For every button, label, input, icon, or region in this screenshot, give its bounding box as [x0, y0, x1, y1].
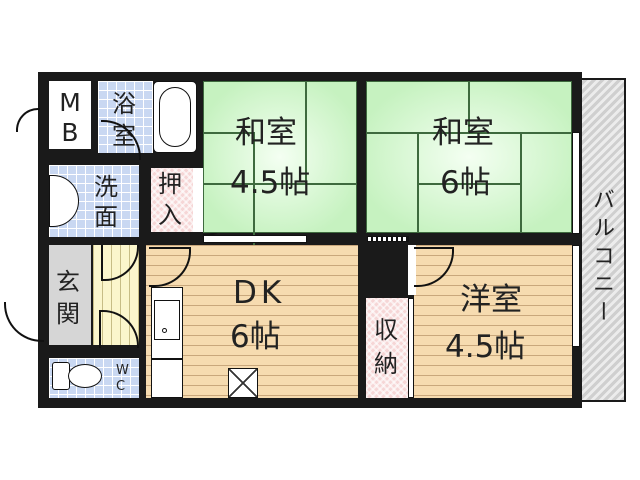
- mb-label-m: M: [59, 88, 81, 117]
- tatami-line: [417, 132, 419, 233]
- mb-label-b: B: [61, 118, 79, 147]
- dk-size: 6帖: [230, 319, 281, 355]
- room-washitsu-4.5: [203, 81, 357, 233]
- tatami-line: [253, 132, 255, 250]
- entrance-label-1: 玄: [56, 268, 80, 296]
- counter-divider: [151, 358, 183, 360]
- closet-oshiire: [151, 168, 193, 232]
- tatami-line: [520, 132, 522, 233]
- sliding-door-washitsu-dk[interactable]: [203, 235, 307, 243]
- window-washitsu-6[interactable]: [572, 132, 580, 234]
- tatami-line: [203, 183, 357, 185]
- wc-label-w: W: [116, 363, 129, 378]
- yoshitsu-name: 洋室: [460, 282, 522, 318]
- window-yoshitsu[interactable]: [572, 245, 580, 347]
- kitchen-sink: [154, 300, 180, 340]
- storage-label-2: 納: [374, 350, 398, 378]
- bath-label-1: 浴: [112, 90, 136, 118]
- wc-label-c: C: [116, 379, 126, 394]
- washitsu-4.5-size: 4.5帖: [230, 165, 311, 201]
- tatami-line: [366, 132, 572, 134]
- sink-drain: [162, 328, 167, 333]
- entrance-genkan: [49, 245, 91, 345]
- oshiire-label-1: 押: [158, 170, 182, 198]
- room-mb: [49, 81, 91, 149]
- washroom-label-1: 洗: [94, 173, 118, 201]
- balcony: [580, 78, 626, 402]
- closet-storage: [366, 298, 408, 398]
- toilet-bowl: [68, 364, 102, 388]
- washroom-label-2: 面: [94, 203, 118, 231]
- ventilation-fan: [228, 368, 258, 398]
- washitsu-6-name: 和室: [432, 115, 494, 151]
- tatami-line: [417, 183, 521, 185]
- yoshitsu-size: 4.5帖: [445, 329, 526, 365]
- tatami-line: [203, 132, 255, 134]
- dk-name: DK: [233, 275, 286, 311]
- tatami-line: [305, 81, 307, 183]
- balcony-label: バルコニー: [589, 188, 614, 328]
- storage-label-1: 収: [374, 316, 398, 344]
- oshiire-label-2: 入: [158, 201, 182, 229]
- mb-door[interactable]: [16, 108, 40, 132]
- yoshitsu-door-frame: [408, 245, 416, 295]
- front-door[interactable]: [4, 302, 44, 342]
- storage-sliding-door[interactable]: [408, 298, 414, 398]
- entrance-label-2: 関: [56, 300, 80, 328]
- closet-door-washitsu-6[interactable]: [367, 236, 409, 242]
- oshiire-door-frame: [193, 168, 205, 232]
- washitsu-4.5-name: 和室: [235, 115, 297, 151]
- washitsu-6-size: 6帖: [440, 165, 491, 201]
- bathtub-basin: [159, 87, 191, 147]
- tatami-line: [468, 81, 470, 133]
